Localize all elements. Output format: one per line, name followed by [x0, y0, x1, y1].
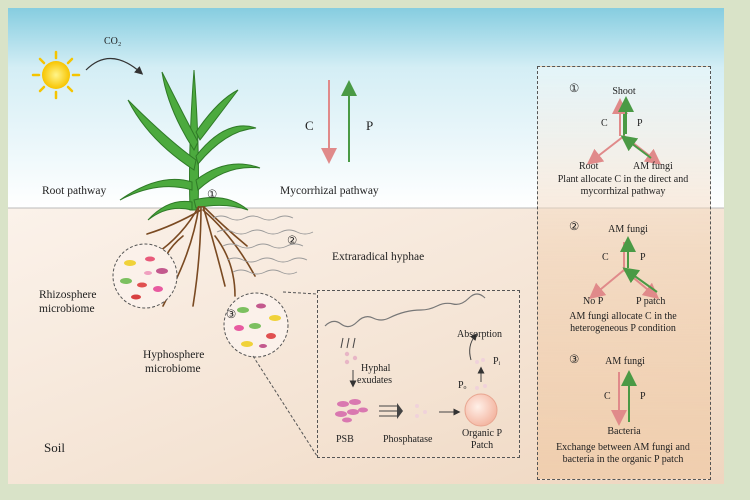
panel-s2-caption-line2: heterogeneous P condition [570, 323, 676, 334]
panel-s1-caption-line1: Plant allocate C in the direct and [557, 174, 689, 185]
marker-2: ② [287, 235, 298, 247]
panel-graphics [586, 96, 662, 426]
panel-s2-c: C [602, 252, 609, 263]
co2-label: CO₂ [104, 36, 122, 47]
arrow-p-label: P [366, 118, 374, 133]
hyphal-exudates-line1: Hyphal [361, 363, 391, 374]
panel-s1-c: C [601, 118, 608, 129]
panel-s1-p: P [637, 118, 643, 129]
hyphosphere-label-line2: microbiome [145, 363, 201, 375]
sun-icon [31, 50, 81, 100]
panel-s1-caption-line2: mycorrhizal pathway [580, 186, 666, 197]
absorption-label: Absorption [457, 329, 502, 340]
organic-p-patch-line2: Patch [470, 440, 494, 451]
inset-box [317, 290, 520, 458]
psb-label: PSB [336, 434, 354, 445]
inset-graphics [324, 293, 498, 427]
marker-3: ③ [226, 309, 237, 321]
figure-frame: CO₂ [8, 8, 724, 484]
panel-s3-c: C [604, 391, 611, 402]
panel-s3-bottom: Bacteria [607, 426, 641, 437]
panel-s3-caption-line2: bacteria in the organic P patch [562, 454, 684, 465]
rhizosphere-microbiome-icon [112, 243, 178, 309]
panel-s2-right: P patch [636, 296, 666, 307]
hyphosphere-label-line1: Hyphosphere [143, 349, 205, 361]
plant-icon [119, 69, 261, 221]
rhizosphere-label-line2: microbiome [39, 303, 95, 315]
panel-s2-number: ② [569, 221, 580, 233]
phosphatase-label: Phosphatase [383, 434, 433, 445]
arrow-c-label: C [305, 118, 314, 133]
inset-connector-lines [252, 291, 318, 457]
mycorrhizal-pathway-label: Mycorrhizal pathway [280, 185, 379, 197]
panel-s3-number: ③ [569, 354, 580, 366]
panel-s2-top: AM fungi [608, 224, 648, 235]
panel-s1-top: Shoot [612, 86, 636, 97]
extraradical-hyphae-label: Extraradical hyphae [332, 251, 425, 263]
mycorrhizal-arrows [321, 80, 357, 164]
panel-s2-left: No P [583, 296, 604, 307]
marker-1: ① [207, 189, 218, 201]
panel-s1-right: AM fungi [633, 161, 673, 172]
hyphosphere-microbiome-icon [223, 292, 289, 358]
pi-label: Pᵢ [493, 356, 501, 367]
hyphal-exudates-line2: exudates [357, 375, 392, 386]
panel-s1-number: ① [569, 83, 580, 95]
co2-arrow-icon [85, 57, 144, 75]
panel-s2-p: P [640, 252, 646, 263]
panel-s1-left: Root [579, 161, 599, 172]
panel-s3-caption-line1: Exchange between AM fungi and [556, 442, 690, 453]
organic-p-patch-line1: Organic P [461, 428, 503, 439]
panel-s3-p: P [640, 391, 646, 402]
soil-label: Soil [44, 440, 65, 455]
root-pathway-label: Root pathway [42, 185, 107, 197]
hyphae-lines [213, 215, 314, 275]
panel-s3-top: AM fungi [605, 356, 645, 367]
po-label: Pₒ [458, 380, 467, 391]
rhizosphere-label-line1: Rhizosphere [39, 289, 97, 301]
panel-s2-caption-line1: AM fungi allocate C in the [569, 311, 677, 322]
